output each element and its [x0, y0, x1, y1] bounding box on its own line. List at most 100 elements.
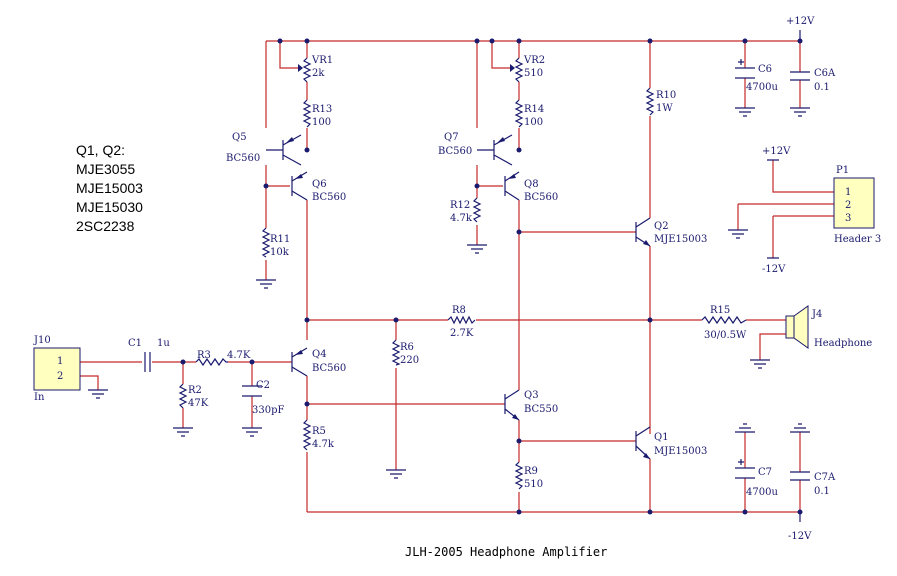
j10-body: [33, 347, 81, 391]
note-line: 2SC2238: [76, 218, 135, 234]
r14-body: [514, 99, 524, 128]
diagram-title: JLH-2005 Headphone Amplifier: [405, 545, 608, 559]
r13-body: [302, 99, 312, 128]
svg-text:C2: C2: [256, 380, 270, 391]
svg-text:100: 100: [312, 117, 331, 128]
svg-text:MJE15003: MJE15003: [654, 446, 707, 457]
r5-body: [302, 419, 312, 451]
svg-text:4700u: 4700u: [746, 82, 778, 93]
c7a-plates: [790, 471, 810, 481]
transistors: [266, 134, 651, 460]
svg-text:2.7K: 2.7K: [450, 328, 474, 339]
svg-text:1: 1: [57, 356, 63, 367]
svg-text:R8: R8: [452, 305, 466, 316]
p1-neg-label: -12V: [762, 264, 786, 275]
capacitors: [144, 59, 810, 481]
neg-rail-label: -12V: [788, 531, 812, 542]
svg-text:Header 3: Header 3: [834, 234, 881, 245]
p1-pos-label: +12V: [762, 146, 791, 157]
r6-body: [391, 339, 401, 366]
c7-plates: [735, 467, 755, 479]
vr2-wiper: [510, 64, 515, 72]
svg-text:1: 1: [845, 187, 851, 198]
svg-text:R10: R10: [656, 90, 676, 101]
c1-plates: [144, 352, 151, 372]
q4-symbol: [291, 347, 308, 377]
note-line: MJE15003: [76, 180, 143, 196]
transistor-substitution-note: Q1, Q2: MJE3055 MJE15003 MJE15030 2SC223…: [76, 141, 194, 237]
svg-text:Q2: Q2: [654, 221, 669, 232]
q5-symbol: [266, 134, 302, 166]
r10-body: [645, 87, 655, 116]
svg-text:10k: 10k: [270, 247, 290, 258]
r8-body: [447, 315, 476, 325]
svg-text:Q8: Q8: [524, 179, 539, 190]
svg-text:0.1: 0.1: [814, 82, 830, 93]
svg-text:C1: C1: [128, 338, 142, 349]
svg-text:BC560: BC560: [312, 363, 346, 374]
svg-text:330pF: 330pF: [252, 405, 284, 416]
q3-symbol: [504, 389, 520, 421]
svg-text:R6: R6: [400, 342, 414, 353]
c6a-plates: [790, 71, 810, 81]
svg-text:220: 220: [400, 355, 419, 366]
grounds: [88, 30, 810, 522]
svg-text:J4: J4: [811, 309, 822, 320]
svg-text:BC560: BC560: [312, 192, 346, 203]
svg-text:Q1: Q1: [654, 432, 669, 443]
q6-symbol: [291, 171, 308, 201]
svg-text:VR1: VR1: [311, 55, 333, 66]
vr1-body: [302, 57, 312, 83]
resistors: [178, 57, 747, 490]
svg-text:Q4: Q4: [312, 349, 327, 360]
note-line: MJE15030: [76, 199, 143, 215]
p1-body: [833, 177, 875, 229]
svg-text:R11: R11: [270, 234, 290, 245]
svg-text:R13: R13: [312, 104, 332, 115]
svg-text:R12: R12: [450, 200, 470, 211]
note-line: MJE3055: [76, 161, 136, 177]
vr1-wiper: [298, 64, 303, 72]
svg-text:C7A: C7A: [814, 472, 836, 483]
svg-text:BC550: BC550: [524, 404, 558, 415]
svg-text:C6: C6: [758, 64, 772, 75]
svg-text:47K: 47K: [188, 398, 209, 409]
svg-text:4700u: 4700u: [746, 487, 778, 498]
svg-text:J10: J10: [33, 335, 51, 346]
svg-text:1W: 1W: [656, 103, 673, 114]
svg-text:R15: R15: [710, 305, 730, 316]
j4-magnet: [785, 315, 795, 339]
svg-text:1u: 1u: [157, 338, 170, 349]
r12-body: [472, 197, 482, 223]
svg-text:R5: R5: [312, 426, 326, 437]
r15-body: [701, 315, 747, 325]
svg-text:4.7k: 4.7k: [450, 213, 473, 224]
svg-text:2: 2: [57, 371, 63, 382]
connectors: [33, 177, 875, 391]
svg-text:BC560: BC560: [524, 192, 558, 203]
svg-text:BC560: BC560: [438, 146, 472, 157]
vr2-body: [514, 57, 524, 83]
c6-plates: [735, 67, 755, 79]
svg-text:30/0.5W: 30/0.5W: [704, 330, 747, 341]
svg-text:R2: R2: [188, 385, 202, 396]
svg-text:2k: 2k: [312, 68, 325, 79]
r9-body: [514, 461, 524, 490]
svg-text:4.7K: 4.7K: [227, 350, 251, 361]
svg-text:P1: P1: [836, 165, 849, 176]
pos-rail-label: +12V: [786, 16, 815, 27]
junctions: [180, 38, 803, 515]
svg-text:3: 3: [845, 213, 851, 224]
r11-body: [261, 227, 271, 258]
svg-text:VR2: VR2: [523, 55, 545, 66]
svg-text:Q7: Q7: [444, 132, 459, 143]
svg-text:100: 100: [524, 117, 543, 128]
note-line: Q1, Q2:: [76, 142, 126, 158]
j4-cone: [793, 305, 809, 349]
svg-text:510: 510: [524, 479, 543, 490]
svg-text:C7: C7: [758, 467, 772, 478]
r3-body: [195, 357, 228, 367]
